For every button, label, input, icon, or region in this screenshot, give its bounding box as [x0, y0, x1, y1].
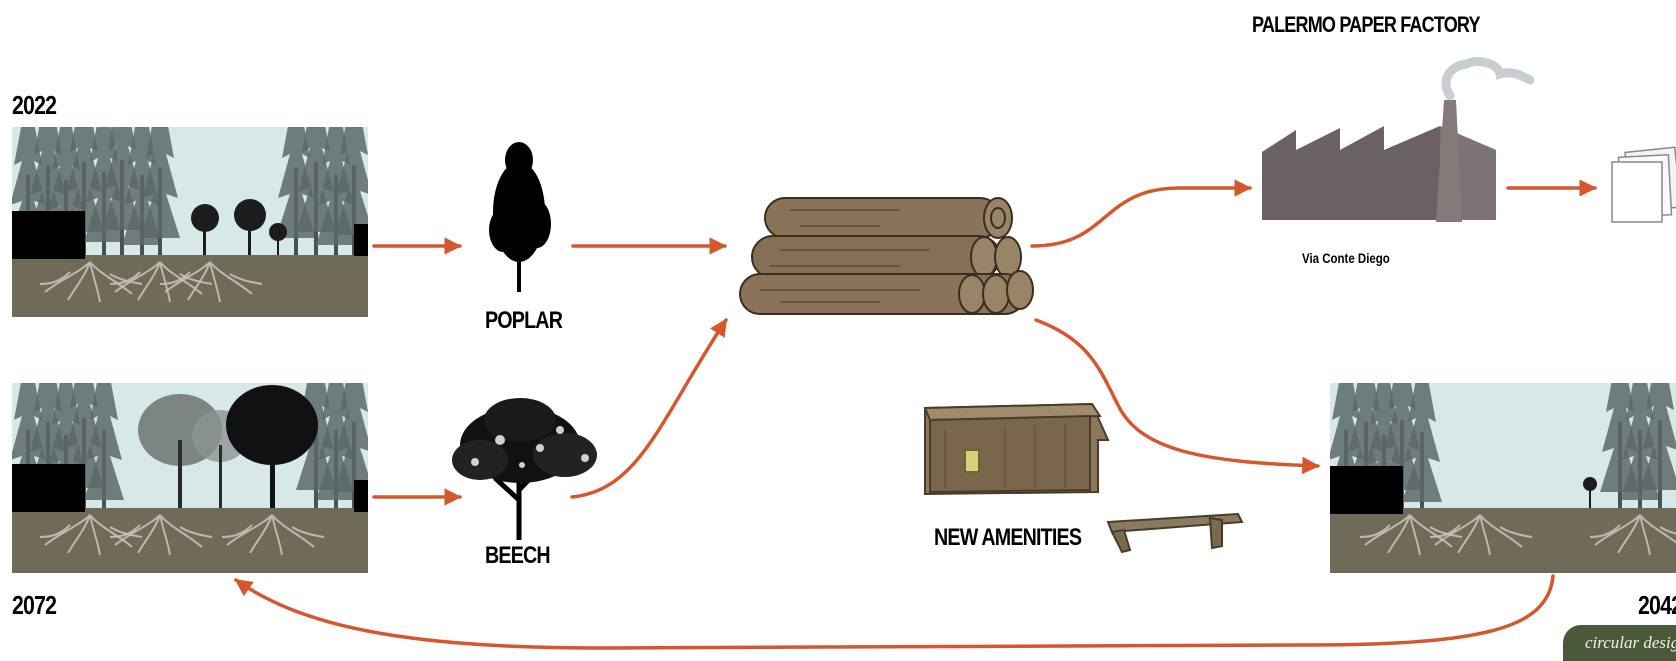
landscape-2072: [8, 333, 374, 573]
year-2022-label: 2022: [12, 90, 56, 121]
factory-address: Via Conte Diego: [1302, 250, 1390, 266]
beech-label: BEECH: [485, 542, 550, 570]
year-2072-label: 2072: [12, 590, 56, 621]
paper-stack-icon: [1612, 147, 1676, 222]
poplar-label: POPLAR: [485, 307, 562, 335]
landscape-2042: [1326, 335, 1676, 573]
bench-icon: [1108, 514, 1242, 552]
arrow-beech-to-logs: [572, 320, 726, 497]
poplar-tree-icon: [489, 142, 551, 292]
arrow-2042-to-2072: [236, 576, 1553, 648]
log-pile-icon: [740, 198, 1033, 314]
beech-tree-icon: [452, 398, 597, 540]
landscape-2022: [8, 75, 374, 317]
shelter-icon: [925, 404, 1108, 494]
paper-factory-icon: [1262, 62, 1530, 222]
arrow-logs-to-factory: [1032, 188, 1250, 246]
circular-design-badge: circular design: [1563, 625, 1676, 661]
year-2042-label: 2042: [1638, 590, 1676, 621]
new-amenities-label: NEW AMENITIES: [934, 524, 1081, 552]
factory-title: PALERMO PAPER FACTORY: [1252, 12, 1480, 38]
